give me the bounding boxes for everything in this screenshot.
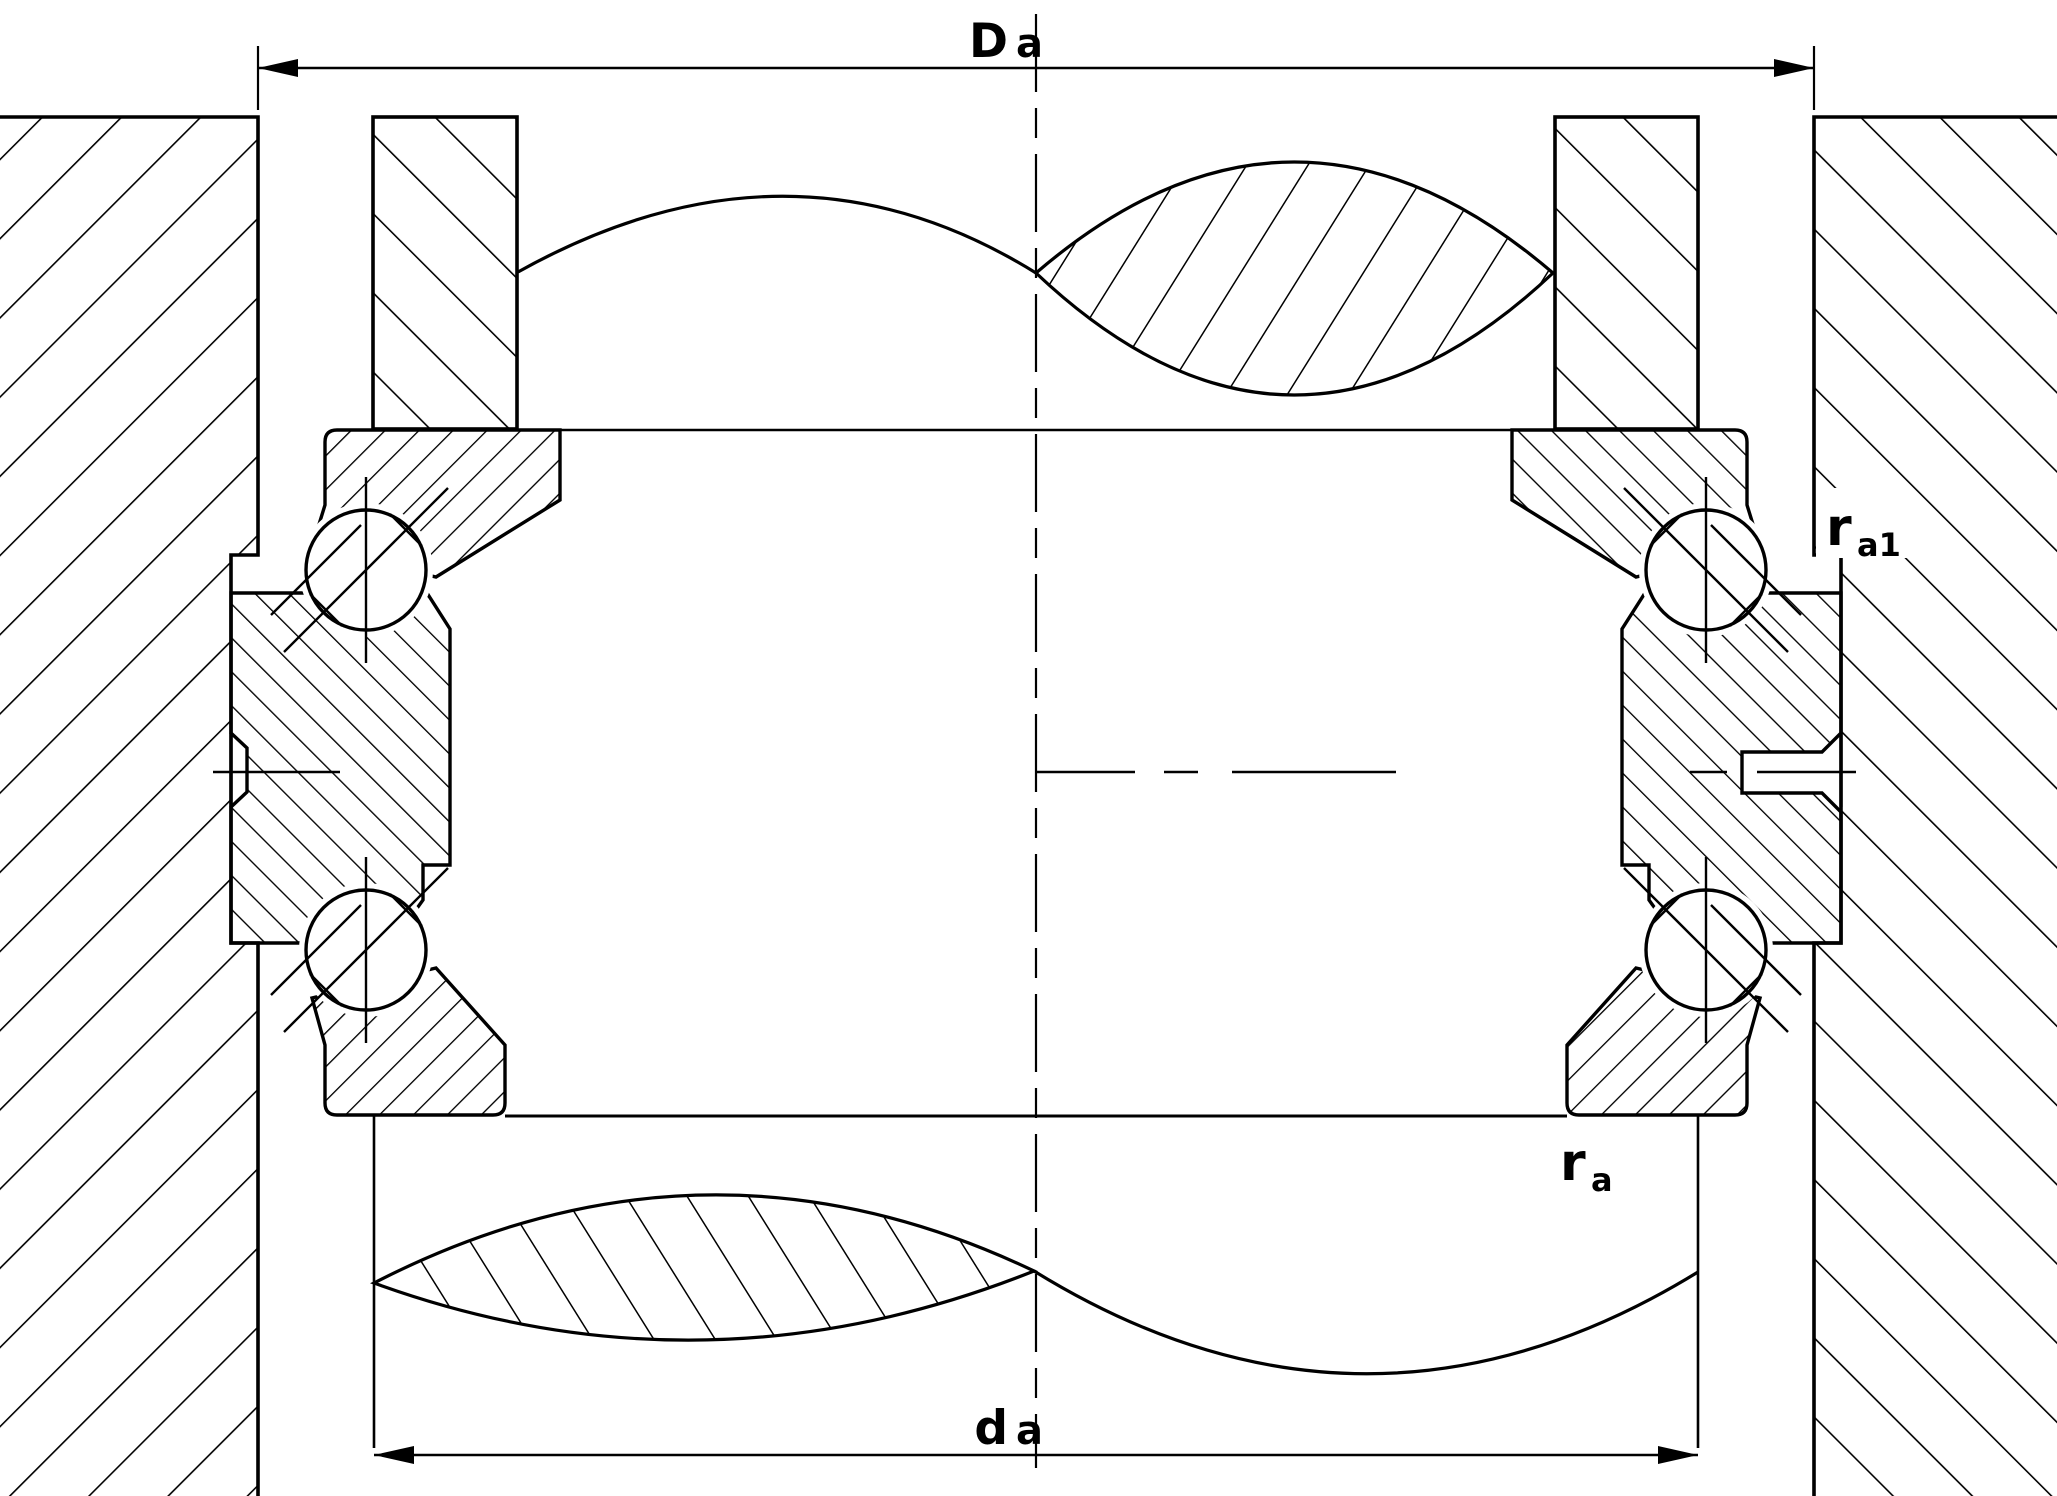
locating-slot [1620, 591, 1843, 945]
break-lens-top [1033, 160, 1556, 397]
shaft-sleeve-top-left [371, 115, 519, 431]
housing-right-section [1812, 115, 2057, 1496]
contact-angle-line [283, 867, 449, 1033]
shaft-sleeve-top-right [1553, 115, 1700, 431]
arrowhead-left-icon [258, 59, 298, 77]
arrowhead-left-icon [374, 1446, 414, 1464]
ball-upper-right [1623, 477, 1802, 663]
break-curve-top-left [517, 194, 1037, 275]
dimension-Da: D a [256, 14, 1816, 110]
label-ra1-sub: a1 [1857, 526, 1901, 564]
housing-left-section [0, 115, 260, 1496]
contact-angle-line [283, 487, 449, 653]
label-da-sub: a [1016, 1408, 1043, 1454]
label-ra: r a [1550, 1124, 1636, 1199]
label-halo [1550, 1124, 1636, 1190]
contact-angle-line [1623, 867, 1789, 1033]
break-line-bottom [370, 1193, 1699, 1376]
label-Da-sub: a [1016, 21, 1043, 67]
centerlines [213, 14, 1856, 1468]
label-ra1: r a1 [1816, 488, 1910, 564]
break-curve-bottom-right [1033, 1269, 1699, 1376]
label-ra-main: r [1560, 1133, 1586, 1193]
ball-upper-left [270, 477, 449, 663]
ball-lower-left [270, 857, 449, 1043]
label-ra1-main: r [1826, 498, 1852, 558]
arrowhead-right-icon [1774, 59, 1814, 77]
label-Da-main: D [969, 14, 1008, 69]
middle-housing-washer-right [1620, 591, 1843, 945]
break-line-top [517, 160, 1556, 397]
label-da-main: d [974, 1401, 1008, 1456]
label-ra-sub: a [1591, 1161, 1613, 1199]
label-halo [1816, 488, 1910, 558]
contact-angle-line [1623, 487, 1789, 653]
ball-lower-right [1623, 857, 1802, 1043]
dimension-da: d a [372, 1116, 1700, 1464]
arrowhead-right-icon [1658, 1446, 1698, 1464]
